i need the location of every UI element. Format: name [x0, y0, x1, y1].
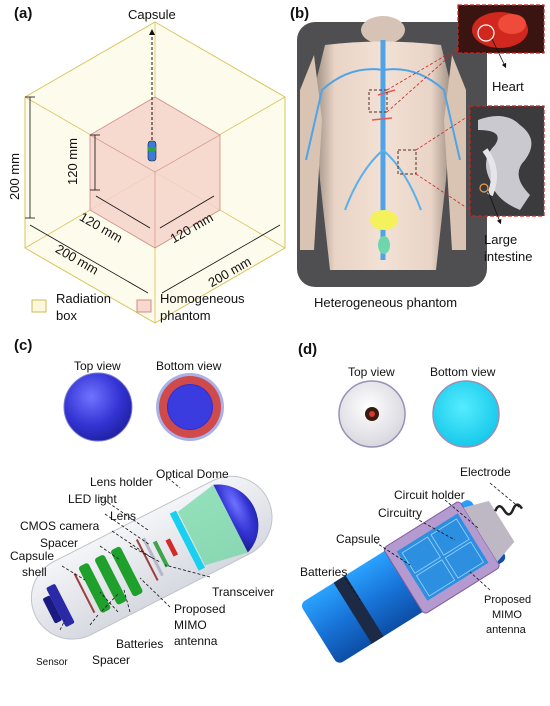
label-lens-holder: Lens holder [90, 475, 153, 489]
label-d-capsule: Capsule [336, 532, 381, 546]
label-spacer-top: Spacer [40, 536, 79, 550]
d-top-view-label: Top view [348, 365, 395, 379]
heterogeneous-caption: Heterogeneous phantom [314, 295, 458, 310]
intestine-inset [469, 105, 545, 225]
capsule-label: Capsule [128, 7, 176, 22]
label-optical-dome: Optical Dome [156, 467, 229, 481]
label-d-batteries: Batteries [300, 565, 348, 579]
body-phantom-image [297, 16, 487, 287]
legend-radiation-line2: box [56, 308, 77, 323]
label-capsule-shell-line2: shell [22, 565, 47, 579]
d-capsule [301, 500, 524, 663]
panel-a-letter: (a) [14, 5, 33, 22]
label-d-mimo-line3: antenna [486, 624, 526, 636]
legend-homogeneous-phantom-swatch [136, 299, 152, 313]
label-d-mimo-line1: Proposed [484, 594, 532, 606]
label-circuit-holder: Circuit holder [394, 488, 465, 502]
label-c-mimo-line1: Proposed [174, 602, 226, 616]
box-height-dim: 200 mm [7, 153, 22, 200]
label-capsule-shell-line1: Capsule [10, 549, 55, 563]
d-bottom-view [432, 380, 500, 448]
heart-label: Heart [492, 79, 524, 94]
label-c-mimo-line3: antenna [174, 634, 218, 648]
c-top-view-label: Top view [74, 359, 121, 373]
label-led-light: LED light [68, 492, 117, 506]
label-electrode: Electrode [460, 465, 511, 479]
label-cmos-camera: CMOS camera [20, 519, 100, 533]
label-d-mimo-line2: MIMO [492, 609, 522, 621]
d-bottom-view-label: Bottom view [430, 365, 496, 379]
label-batteries: Batteries [116, 637, 164, 651]
intestine-label-line2: intestine [484, 249, 533, 264]
label-sensor: Sensor [36, 657, 68, 668]
heart-inset [457, 4, 545, 69]
c-top-view-dome [63, 372, 133, 442]
legend-phantom-line2: phantom [160, 308, 211, 323]
panel-b-letter: (b) [290, 5, 310, 22]
phantom-height-dim: 120 mm [65, 138, 80, 185]
label-transceiver: Transceiver [212, 585, 275, 599]
panel-c-letter: (c) [14, 337, 33, 354]
intestine-label-line1: Large [484, 232, 518, 247]
legend-phantom-line1: Homogeneous [160, 291, 245, 306]
c-bottom-view-label: Bottom view [156, 359, 222, 373]
label-lens: Lens [110, 509, 137, 523]
d-top-view [338, 380, 406, 448]
panel-d-letter: (d) [298, 341, 318, 358]
legend-radiation-line1: Radiation [56, 291, 111, 306]
c-bottom-view-ring [156, 373, 224, 441]
label-c-mimo-line2: MIMO [174, 618, 207, 632]
label-spacer-bottom: Spacer [92, 653, 131, 667]
label-circuitry: Circuitry [378, 506, 422, 520]
legend-radiation-box-swatch [31, 299, 47, 313]
